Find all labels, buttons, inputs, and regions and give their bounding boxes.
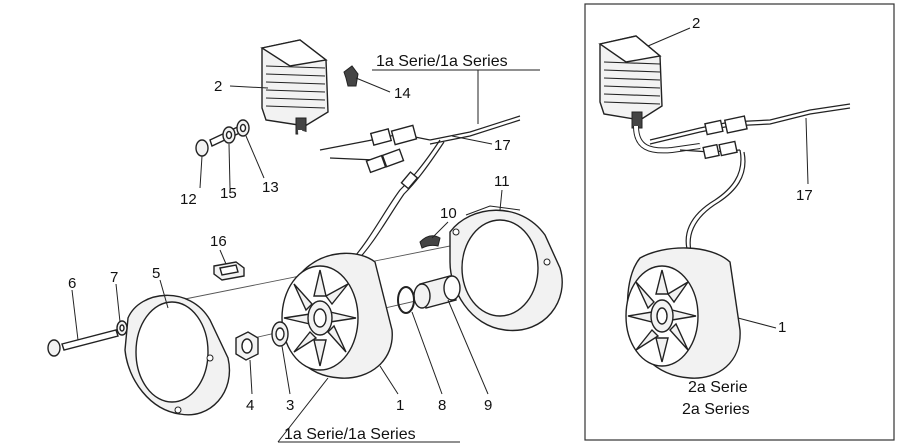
series-1-top-label: 1a Serie/1a Series: [376, 53, 508, 70]
key-10-part: [419, 235, 441, 249]
washer-15-part: [222, 126, 236, 144]
cover-5-part: [124, 294, 231, 416]
clip-14-part: [343, 65, 359, 87]
series-1-bottom-label: 1a Serie/1a Series: [284, 426, 416, 443]
callout-13: 13: [262, 179, 279, 196]
callout-6: 6: [68, 275, 76, 292]
bolt-6-part: [47, 329, 119, 357]
nut-4-part: [235, 331, 259, 361]
callout-12: 12: [180, 191, 197, 208]
callout-5: 5: [152, 265, 160, 282]
ring-8-part: [397, 286, 415, 314]
washer-13-part: [236, 119, 250, 137]
voltage-regulator-series2: [598, 35, 663, 129]
voltage-regulator-series1: [260, 39, 329, 135]
callout-3: 3: [286, 397, 294, 414]
callout-4: 4: [246, 397, 254, 414]
series-2-label-line2: 2a Series: [682, 401, 750, 418]
wiring-harness-series2: [633, 103, 851, 261]
series-2-panel-frame: [584, 3, 895, 441]
callout-14: 14: [394, 85, 411, 102]
stator-1-series2: [625, 247, 741, 379]
callout-1: 1: [396, 397, 404, 414]
callout-10: 10: [440, 205, 457, 222]
callout-11: 11: [494, 173, 510, 190]
washer-7-part: [116, 320, 128, 336]
callout-r2: 2: [692, 15, 700, 32]
callout-r1: 1: [778, 319, 786, 336]
callout-r17: 17: [796, 187, 813, 204]
spacer-9-part: [413, 275, 461, 309]
callout-16: 16: [210, 233, 227, 250]
stator-1-series1: [281, 252, 393, 379]
leader-lines: [71, 27, 809, 443]
washer-3-part: [271, 321, 289, 347]
callout-15: 15: [220, 185, 237, 202]
callout-8: 8: [438, 397, 446, 414]
callout-2: 2: [214, 78, 222, 95]
grommet-16-part: [213, 261, 245, 281]
cover-11-part: [449, 205, 563, 332]
callout-labels: 2 14 17 12 15 13 10 11 16 6 7 5 4 3 1 8 …: [68, 15, 813, 414]
callout-17: 17: [494, 137, 511, 154]
wiring-harness-series1: [298, 115, 521, 265]
callout-7: 7: [110, 269, 118, 286]
callout-9: 9: [484, 397, 492, 414]
series-2-label-line1: 2a Serie: [688, 379, 748, 396]
